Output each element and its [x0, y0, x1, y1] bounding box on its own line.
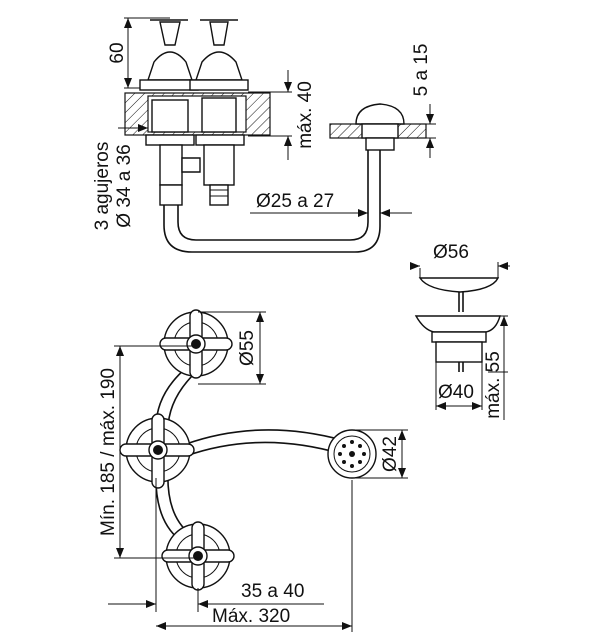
supply-pipe — [163, 150, 381, 253]
drain-view: Ø56 Ø40 máx. 55 — [410, 242, 510, 420]
top-view: Ø55 Ø42 Mín. 185 / máx. 190 — [98, 309, 408, 632]
dimension-pipe: Ø25 a 27 — [250, 191, 412, 217]
side-view: 60 máx. 40 5 a 15 3 agujeros Ø — [92, 17, 436, 253]
dim-pipe-label: Ø25 a 27 — [256, 191, 334, 212]
dim-drain-max-55-label: máx. 55 — [483, 351, 504, 419]
dimension-thickness: 5 a 15 — [404, 44, 436, 158]
dim-holes-line1: 3 agujeros — [92, 142, 113, 231]
dim-thickness-label: 5 a 15 — [411, 44, 432, 97]
dimension-drain-56: Ø56 — [410, 242, 510, 278]
countertop-right — [329, 103, 427, 151]
dimension-handle-55: Ø55 — [198, 311, 266, 385]
cross-handle-bottom — [161, 521, 235, 591]
valve-body-left — [159, 144, 201, 206]
dim-60-label: 60 — [107, 42, 128, 63]
dimension-spacing: Mín. 185 / máx. 190 — [98, 345, 198, 559]
cross-handle-left — [139, 19, 199, 146]
dimension-drain-max-55: máx. 55 — [483, 315, 508, 420]
dim-handle-55-label: Ø55 — [237, 330, 258, 366]
cross-handle-right — [189, 19, 249, 206]
dimension-drain-40: Ø40 — [435, 362, 483, 410]
dim-drain-40-label: Ø40 — [438, 382, 474, 403]
dimension-holes: 3 agujeros Ø 34 a 36 — [92, 124, 148, 230]
dim-max-length-label: Máx. 320 — [212, 606, 290, 627]
dim-drain-56-label: Ø56 — [433, 242, 469, 263]
dim-max-40-label: máx. 40 — [295, 81, 316, 149]
dim-offset-label: 35 a 40 — [241, 581, 304, 602]
dimension-spout-42: Ø42 — [352, 429, 408, 479]
dim-holes-line2: Ø 34 a 36 — [114, 144, 135, 227]
dim-spout-42-label: Ø42 — [380, 436, 401, 472]
spout-outlet — [327, 429, 377, 479]
dimension-max-40: máx. 40 — [248, 70, 316, 160]
dimension-offset: 35 a 40 — [108, 478, 324, 612]
dimension-60: 60 — [107, 17, 170, 89]
dimension-max-length: Máx. 320 — [156, 480, 353, 632]
cross-handle-center — [119, 413, 195, 489]
dim-spacing-label: Mín. 185 / máx. 190 — [98, 368, 119, 536]
countertop-left — [124, 92, 271, 136]
cross-handle-top-1 — [159, 309, 233, 379]
